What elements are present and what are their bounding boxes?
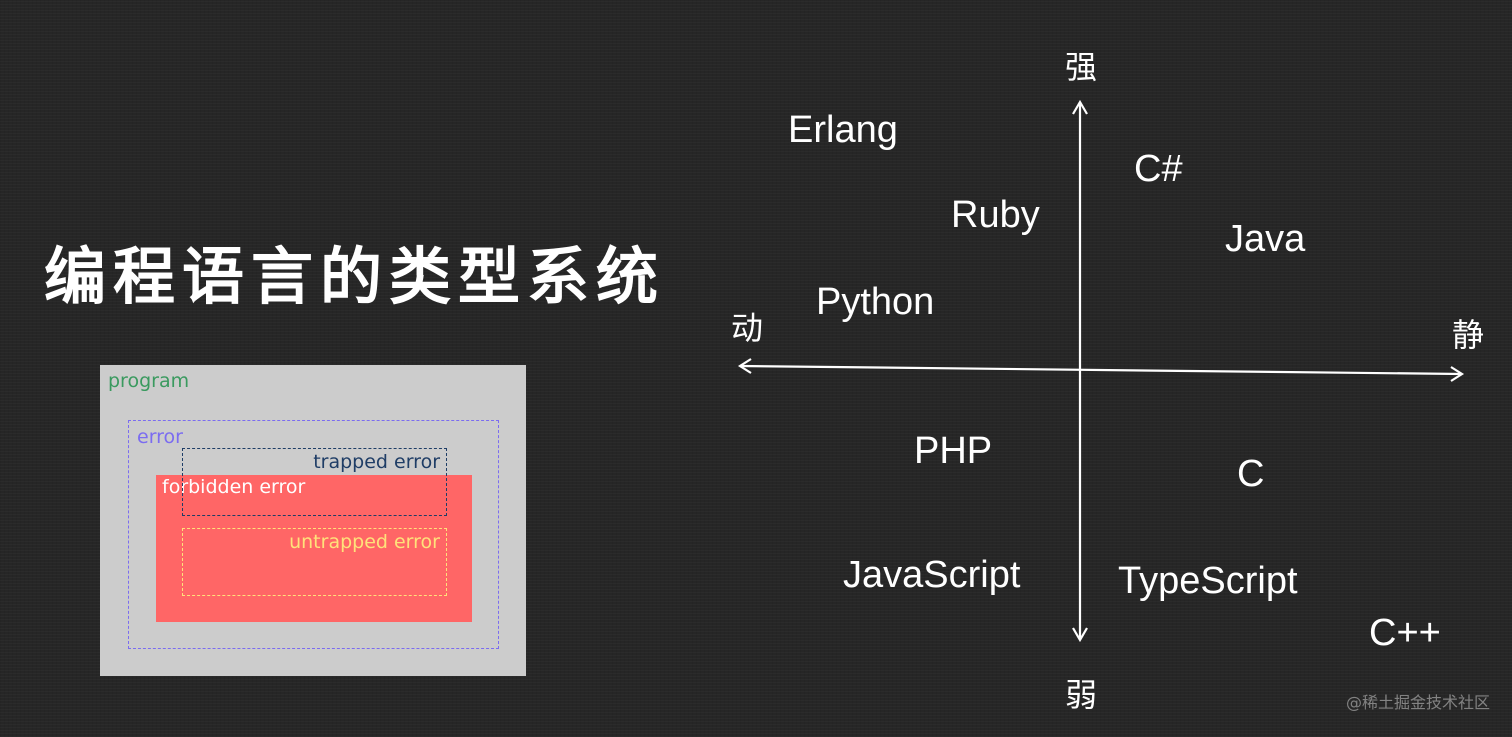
lang-typescript: TypeScript [1118,560,1298,602]
arrow-right-icon [1450,366,1465,382]
lang-c: C [1237,453,1265,495]
horizontal-axis [739,364,1463,376]
error-region: error forbidden error untrapped error tr… [128,420,499,649]
axis-label-weak: 弱 [1065,676,1098,714]
axis-label-static: 静 [1452,316,1485,354]
trapped-error-label: trapped error [313,451,440,473]
lang-csharp: C# [1134,148,1183,190]
untrapped-error-label: untrapped error [289,531,440,553]
watermark: @稀土掘金技术社区 [1345,693,1490,712]
error-types-figure: program error forbidden error untrapped … [100,365,526,676]
slide-title: 编程语言的类型系统 [44,240,666,313]
error-label: error [137,426,183,448]
lang-cpp: C++ [1369,612,1441,654]
arrow-down-icon [1072,627,1088,643]
axis-label-strong: 强 [1065,48,1098,86]
axis-label-dynamic: 动 [731,309,764,347]
forbidden-error-region: forbidden error untrapped error [156,475,472,622]
forbidden-error-label: forbidden error [162,476,306,498]
lang-java: Java [1225,218,1306,260]
program-label: program [108,370,190,392]
lang-php: PHP [914,430,993,472]
lang-javascript: JavaScript [843,554,1021,596]
lang-erlang: Erlang [788,109,898,151]
arrow-up-icon [1072,99,1088,115]
trapped-error-region: trapped error [182,448,447,516]
lang-ruby: Ruby [951,194,1040,236]
untrapped-error-region: untrapped error [182,528,447,596]
arrow-left-icon [737,358,752,374]
lang-python: Python [816,281,935,323]
